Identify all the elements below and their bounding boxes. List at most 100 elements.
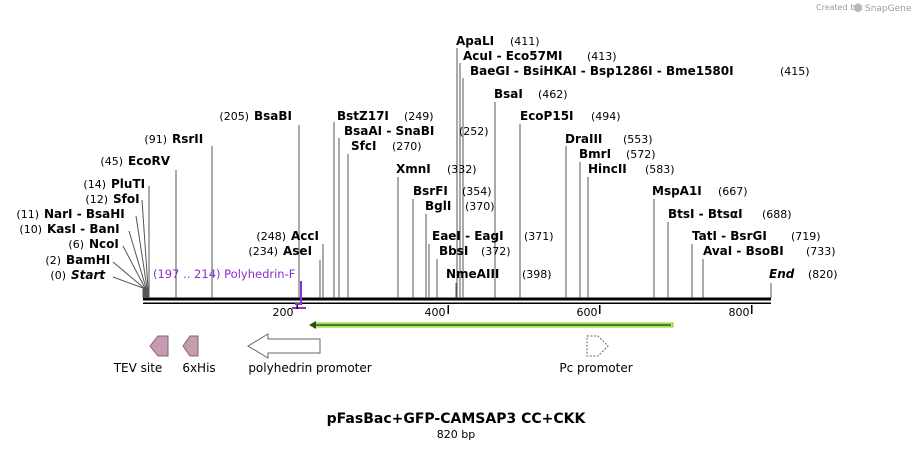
site-name[interactable]: AcuI - Eco57MI: [463, 49, 562, 63]
site-name[interactable]: EaeI - EagI: [432, 229, 504, 243]
site-pos: (2): [45, 254, 61, 267]
site-name[interactable]: BbsI: [439, 244, 468, 258]
tick-label: 800: [729, 306, 750, 319]
site-pos: (248): [256, 230, 286, 243]
site-name[interactable]: RsrII: [172, 132, 203, 146]
site-name[interactable]: MspA1I: [652, 184, 702, 198]
site-name[interactable]: BsaI: [494, 87, 523, 101]
site-name[interactable]: NmeAIII: [446, 267, 499, 281]
site-pos: (332): [447, 163, 477, 176]
site-name[interactable]: BtsI - BtsαI: [668, 207, 743, 221]
site-name[interactable]: BsaAI - SnaBI: [344, 124, 434, 138]
left-arrow-icon: [149, 335, 169, 357]
leader-start: [112, 276, 144, 298]
site-name[interactable]: NcoI: [89, 237, 119, 251]
primer-polyhedrin-f[interactable]: (197 .. 214) Polyhedrin-F: [153, 267, 306, 309]
site-pos: (820): [808, 268, 838, 281]
left-arrow-icon: [182, 335, 199, 357]
feature-label: Pc promoter: [559, 361, 632, 375]
tick-label: 600: [577, 306, 598, 319]
site-pos: (667): [718, 185, 748, 198]
site-pos: (494): [591, 110, 621, 123]
site-name[interactable]: Start: [71, 268, 106, 282]
site-pos: (0): [50, 269, 66, 282]
site-pos: (14): [83, 178, 106, 191]
primer-arrow-icon: [295, 281, 302, 305]
leader-ncoi: [122, 245, 146, 298]
site-name[interactable]: TatI - BsrGI: [692, 229, 767, 243]
orf-arrow-icon: [309, 321, 316, 329]
site-pos: (553): [623, 133, 653, 146]
right-site-labels: BstZ17I (249) BsaAI - SnaBI (252) SfcI (…: [337, 34, 838, 281]
axis-ticks: 200 400 600 800: [273, 305, 753, 319]
site-pos: (413): [587, 50, 617, 63]
site-name[interactable]: HincII: [588, 162, 627, 176]
site-name[interactable]: BsrFI: [413, 184, 448, 198]
site-name[interactable]: EcoP15I: [520, 109, 574, 123]
site-name[interactable]: XmnI: [396, 162, 431, 176]
site-name[interactable]: BamHI: [66, 253, 110, 267]
leader-sfoi: [141, 199, 149, 298]
site-name[interactable]: End: [769, 267, 795, 281]
site-name[interactable]: DraIII: [565, 132, 602, 146]
site-pos: (415): [780, 65, 810, 78]
site-name[interactable]: AseI: [283, 244, 312, 258]
site-name[interactable]: BaeGI - BsiHKAI - Bsp1286I - Bme1580I: [470, 64, 734, 78]
site-pos: (11): [16, 208, 39, 221]
cut-site-leaders: [112, 48, 772, 298]
site-pos: (252): [459, 125, 489, 138]
site-pos: (733): [806, 245, 836, 258]
site-name[interactable]: BstZ17I: [337, 109, 389, 123]
left-arrow-icon: [247, 333, 321, 359]
feature-tev-site[interactable]: TEV site: [113, 335, 169, 375]
feature-6xhis[interactable]: 6xHis: [182, 335, 216, 375]
snapgene-logo-icon: [854, 3, 862, 13]
orf-arrow[interactable]: [309, 321, 674, 329]
site-pos: (371): [524, 230, 554, 243]
site-name[interactable]: AvaI - BsoBI: [703, 244, 784, 258]
dna-backbone: [143, 297, 771, 304]
site-pos: (354): [462, 185, 492, 198]
feature-label: TEV site: [113, 361, 163, 375]
site-pos: (205): [219, 110, 249, 123]
feature-pc-promoter[interactable]: Pc promoter: [559, 335, 633, 375]
site-name[interactable]: BsaBI: [254, 109, 292, 123]
site-name[interactable]: ApaLI: [456, 34, 494, 48]
site-name[interactable]: SfoI: [113, 192, 140, 206]
snapgene-brand: SnapGene: [865, 4, 912, 14]
leader-kasi-bani: [128, 230, 147, 298]
site-pos: (583): [645, 163, 675, 176]
left-site-labels: (0) Start (2) BamHI (6) NcoI (10) KasI -…: [16, 109, 319, 282]
leader-nari-bsahi: [135, 215, 148, 298]
site-pos: (372): [481, 245, 511, 258]
site-pos: (91): [144, 133, 167, 146]
site-name[interactable]: BglI: [425, 199, 451, 213]
primer-bar: [292, 307, 306, 309]
site-pos: (411): [510, 35, 540, 48]
primer-label: (197 .. 214) Polyhedrin-F: [153, 267, 295, 281]
site-name[interactable]: SfcI: [351, 139, 376, 153]
map-length: 820 bp: [437, 428, 475, 441]
site-pos: (370): [465, 200, 495, 213]
site-name[interactable]: NarI - BsaHI: [44, 207, 125, 221]
site-pos: (249): [404, 110, 434, 123]
tick-label: 400: [425, 306, 446, 319]
site-pos: (6): [68, 238, 84, 251]
tick-label: 200: [273, 306, 294, 319]
site-pos: (45): [100, 155, 123, 168]
feature-polyhedrin-promoter[interactable]: polyhedrin promoter: [247, 333, 372, 375]
site-pos: (719): [791, 230, 821, 243]
leader-bamhi: [112, 261, 145, 298]
site-name[interactable]: KasI - BanI: [47, 222, 120, 236]
feature-label: 6xHis: [182, 361, 215, 375]
site-name[interactable]: EcoRV: [128, 154, 171, 168]
site-pos: (688): [762, 208, 792, 221]
site-pos: (572): [626, 148, 656, 161]
site-name[interactable]: BmrI: [579, 147, 611, 161]
site-name[interactable]: PluTI: [111, 177, 145, 191]
site-pos: (462): [538, 88, 568, 101]
right-arrow-icon: [586, 335, 609, 357]
site-name[interactable]: AccI: [291, 229, 319, 243]
